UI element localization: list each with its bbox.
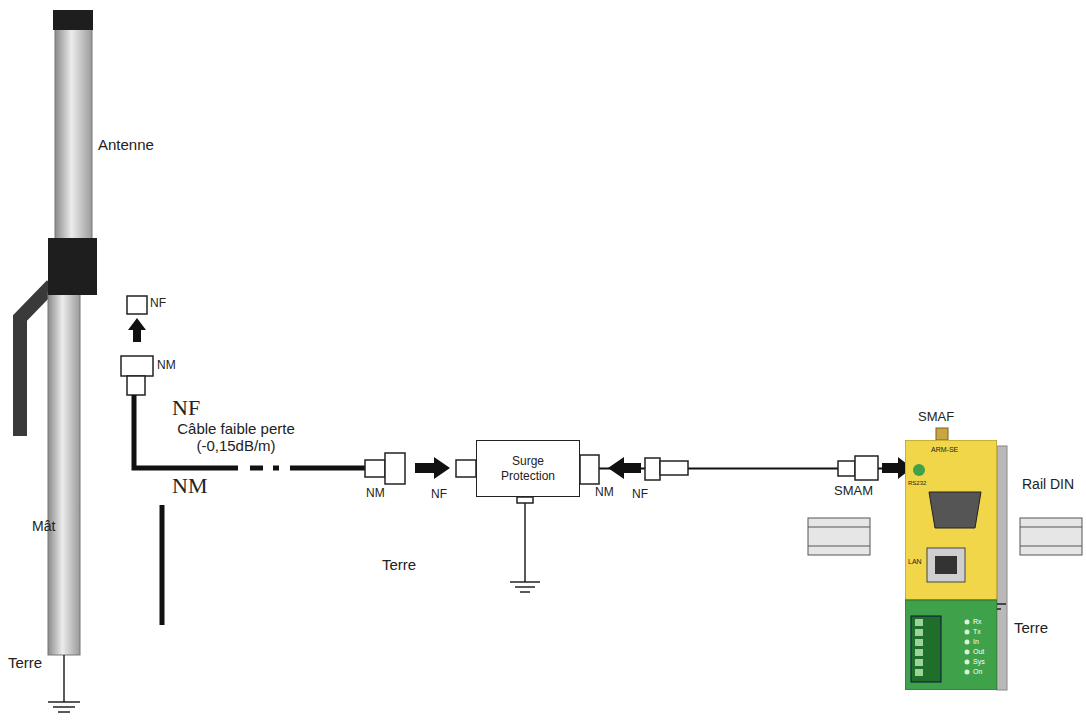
ground-symbol bbox=[510, 497, 540, 592]
low-loss-cable bbox=[134, 395, 366, 468]
connector-sleeve bbox=[127, 376, 145, 395]
ground-symbol bbox=[48, 655, 80, 712]
led-name: Tx bbox=[973, 628, 981, 635]
connector-name: NM bbox=[157, 359, 176, 373]
connector-name: NM bbox=[366, 487, 385, 501]
antenna-sleeve bbox=[48, 238, 97, 295]
cable-bar bbox=[160, 505, 165, 625]
ground-label: Terre bbox=[8, 654, 42, 671]
box-title: Surge Protection bbox=[493, 454, 563, 484]
led-name: Out bbox=[973, 648, 984, 655]
mast-bracket bbox=[20, 285, 52, 436]
antenna-cap bbox=[53, 10, 93, 30]
connector-name: SMAM bbox=[834, 484, 873, 499]
nf-port bbox=[456, 460, 476, 477]
led-name: Sys bbox=[973, 658, 985, 665]
led-name: In bbox=[973, 638, 979, 645]
nf-connector bbox=[645, 458, 660, 480]
part-name: Antenne bbox=[98, 136, 154, 153]
ground-label: Terre bbox=[1014, 619, 1048, 636]
nm-port bbox=[580, 455, 599, 484]
led-name: Rx bbox=[973, 618, 982, 625]
sma-connector bbox=[838, 461, 855, 476]
connector-name: NF bbox=[431, 488, 447, 502]
connector-name: NM bbox=[172, 473, 207, 498]
mating-arrow bbox=[128, 318, 146, 342]
part-name: Mât bbox=[32, 518, 55, 534]
mating-arrow bbox=[608, 457, 641, 479]
nm-connector bbox=[121, 356, 153, 376]
nm-connector bbox=[385, 453, 405, 484]
surge-protection-box: Surge Protection bbox=[476, 440, 580, 497]
sma-connector bbox=[855, 456, 878, 480]
nm-connector bbox=[365, 460, 385, 477]
device-side bbox=[997, 446, 1007, 690]
led-name: On bbox=[973, 668, 982, 675]
smaf-socket bbox=[936, 428, 948, 440]
connector-name: NF bbox=[632, 488, 648, 502]
mating-arrow bbox=[415, 457, 450, 479]
port-name: LAN bbox=[908, 558, 922, 565]
connector-name: NF bbox=[150, 297, 166, 311]
model-name: ARM-SE bbox=[931, 446, 958, 453]
nf-connector bbox=[127, 296, 147, 314]
connector-name: SMAF bbox=[918, 410, 954, 425]
connector-sleeve bbox=[660, 461, 688, 475]
connector-name: NF bbox=[172, 395, 200, 420]
mast bbox=[48, 292, 80, 655]
part-name: Rail DIN bbox=[1022, 476, 1074, 492]
connector-name: NM bbox=[595, 486, 614, 500]
port-name: RS232 bbox=[908, 480, 926, 486]
radio-modem-device: ARM-SE RS232LAN RxTxInOutSysOn bbox=[905, 440, 997, 690]
antenna bbox=[55, 28, 92, 240]
ground-label: Terre bbox=[382, 556, 416, 573]
cable-note: Câble faible perte (-0,15dB/m) bbox=[160, 420, 312, 455]
